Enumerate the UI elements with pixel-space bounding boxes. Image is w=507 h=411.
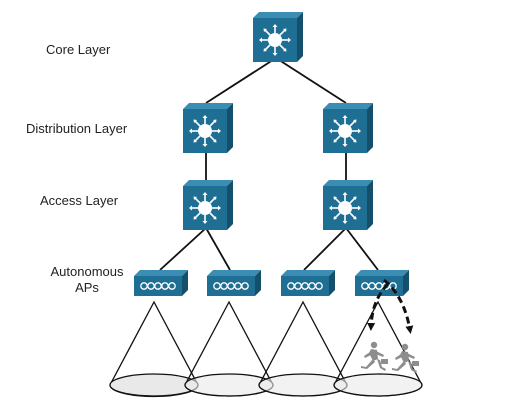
access-switch-left-icon <box>183 180 233 230</box>
coverage-cone-ap4 <box>333 300 423 397</box>
access-point-3-icon <box>281 270 335 296</box>
coverage-cone-ap3 <box>258 300 348 397</box>
link-access-ap3 <box>303 227 347 271</box>
link-core-dist-left <box>205 57 277 104</box>
coverage-cone-ap1 <box>109 300 199 398</box>
running-person-1-icon <box>361 341 388 371</box>
link-access-ap4 <box>345 227 379 271</box>
link-access-ap1 <box>159 227 207 271</box>
access-switch-right-icon <box>323 180 373 230</box>
running-person-2-icon <box>392 343 419 373</box>
core-switch-icon <box>253 12 303 62</box>
link-access-ap2 <box>205 227 231 271</box>
autonomous-aps-label-line1: Autonomous <box>50 264 124 279</box>
distribution-layer-label: Distribution Layer <box>26 121 128 136</box>
roam-path-dashed-arrow-icon <box>367 278 414 334</box>
access-point-2-icon <box>207 270 261 296</box>
core-layer-label: Core Layer <box>46 42 111 57</box>
access-point-4-icon <box>355 270 409 296</box>
access-layer-label: Access Layer <box>40 193 119 208</box>
links <box>159 57 379 271</box>
distribution-switch-left-icon <box>183 103 233 153</box>
distribution-switch-right-icon <box>323 103 373 153</box>
autonomous-aps-label: Autonomous APs <box>42 264 132 296</box>
autonomous-aps-label-line2: APs <box>75 280 99 295</box>
link-core-dist-right <box>275 57 347 104</box>
access-point-1-icon <box>134 270 188 296</box>
